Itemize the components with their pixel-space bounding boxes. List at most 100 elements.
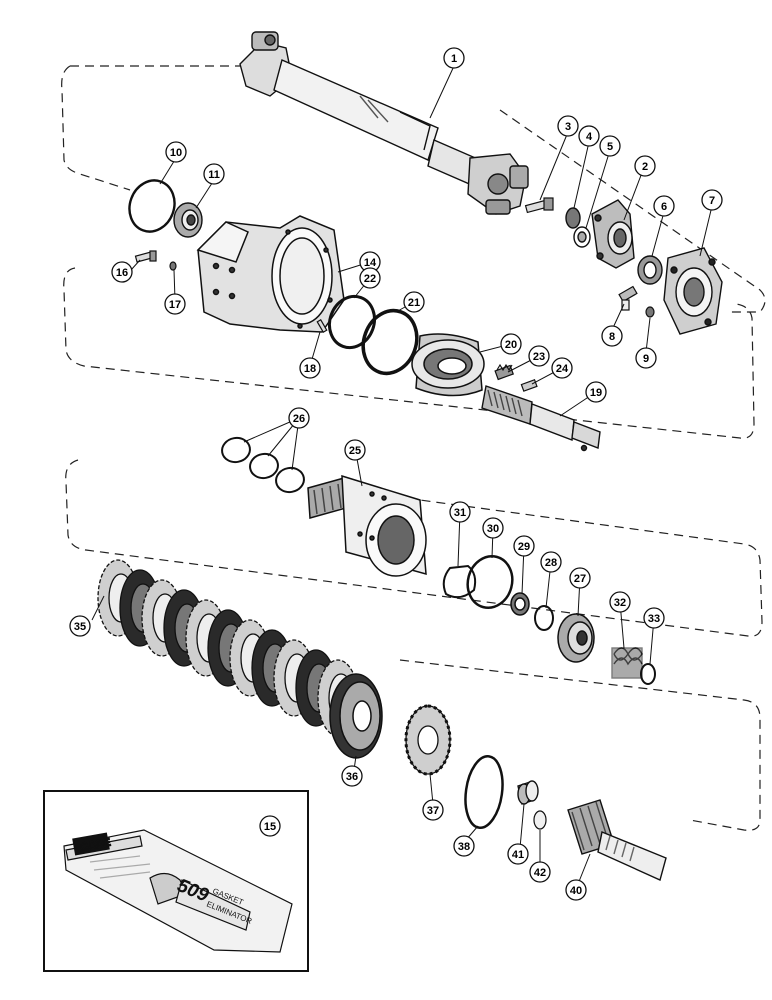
group-outline-clutch-hub [65,459,763,637]
callout-3: 3 [557,115,579,137]
callout-5: 5 [599,135,621,157]
seal-6 [637,255,663,285]
plug-24 [520,379,538,392]
spring-23 [494,363,514,381]
callout-36: 36 [341,765,363,787]
callout-29: 29 [513,535,535,557]
svg-text:17: 17 [169,299,181,311]
bolt-16 [134,250,157,263]
callout-33: 33 [643,607,665,629]
drive-shaft [239,31,529,215]
svg-text:9: 9 [643,353,649,365]
callout-27: 27 [569,567,591,589]
callout-31: 31 [449,501,471,523]
svg-text:27: 27 [574,573,586,585]
group-outline-clutch-pack [399,659,761,831]
o-ring-10 [128,179,176,233]
callout-38: 38 [453,835,475,857]
gasket-eliminator-tube: CASE [63,829,293,953]
group-outline-housing [63,267,755,439]
svg-text:42: 42 [534,867,546,879]
seal-42 [533,810,547,830]
svg-text:18: 18 [304,363,316,375]
lockwasher-9 [645,306,655,318]
svg-text:20: 20 [505,339,517,351]
clutch-piston-20 [411,333,485,397]
svg-text:6: 6 [661,201,667,213]
svg-text:29: 29 [518,541,530,553]
svg-text:21: 21 [408,297,420,309]
callout-40: 40 [565,879,587,901]
dowel-pin-18 [316,318,328,334]
svg-text:2: 2 [642,161,648,173]
callout-16: 16 [111,261,133,283]
callout-17: 17 [164,293,186,315]
callout-41: 41 [507,843,529,865]
callout-6: 6 [653,195,675,217]
callout-20: 20 [500,333,522,355]
washer-29 [510,592,530,616]
snap-ring-33 [640,663,656,685]
callout-26: 26 [288,407,310,429]
sealing-rings-26 [221,436,305,494]
callout-8: 8 [601,325,623,347]
svg-text:41: 41 [512,849,524,861]
svg-text:32: 32 [614,597,626,609]
spring-32 [611,647,643,679]
callout-24: 24 [551,357,573,379]
callout-19: 19 [585,381,607,403]
lockwasher-17 [169,261,177,271]
svg-text:35: 35 [74,621,86,633]
o-ring-22 [327,294,377,350]
callout-21: 21 [403,291,425,313]
clutch-hub-25 [307,474,427,577]
clutch-drum-36 [329,673,383,759]
callout-14: 14 [359,251,381,273]
callout-9: 9 [635,347,657,369]
svg-text:30: 30 [487,523,499,535]
callout-7: 7 [701,189,723,211]
svg-text:4: 4 [586,131,593,143]
input-shaft-19 [481,385,601,452]
svg-text:38: 38 [458,841,470,853]
svg-text:8: 8 [609,331,615,343]
svg-text:19: 19 [590,387,602,399]
callout-18: 18 [299,357,321,379]
washer-4 [565,207,581,229]
bearing-11 [173,202,203,238]
yoke-2 [591,199,635,269]
retainer-plate-7 [663,247,723,335]
callout-22: 22 [359,267,381,289]
callout-23: 23 [528,345,550,367]
svg-text:10: 10 [170,147,182,159]
callout-11: 11 [203,163,225,185]
svg-text:40: 40 [570,885,582,897]
svg-text:22: 22 [364,273,376,285]
callout-35: 35 [69,615,91,637]
group-outline-driveshaft [61,65,766,313]
gear-37 [404,704,452,776]
callout-28: 28 [540,551,562,573]
svg-text:28: 28 [545,557,557,569]
svg-text:26: 26 [293,413,305,425]
svg-text:15: 15 [264,821,276,833]
snap-ring-31 [442,564,477,599]
callout-25: 25 [344,439,366,461]
callout-10: 10 [165,141,187,163]
case-logo [72,832,110,856]
svg-text:36: 36 [346,771,358,783]
clutch-housing-14 [196,215,345,333]
clutch-disc-pack-35 [97,559,359,737]
bolt-3 [524,197,554,214]
bolt-8 [618,285,638,311]
snap-ring-38 [464,755,504,829]
leader-lines [91,65,713,885]
spring-retainer-27 [557,613,595,663]
svg-text:25: 25 [349,445,361,457]
svg-text:33: 33 [648,613,660,625]
ring-30 [466,554,514,610]
callout-42: 42 [529,861,551,883]
seal-5 [573,226,591,248]
svg-text:5: 5 [607,141,613,153]
